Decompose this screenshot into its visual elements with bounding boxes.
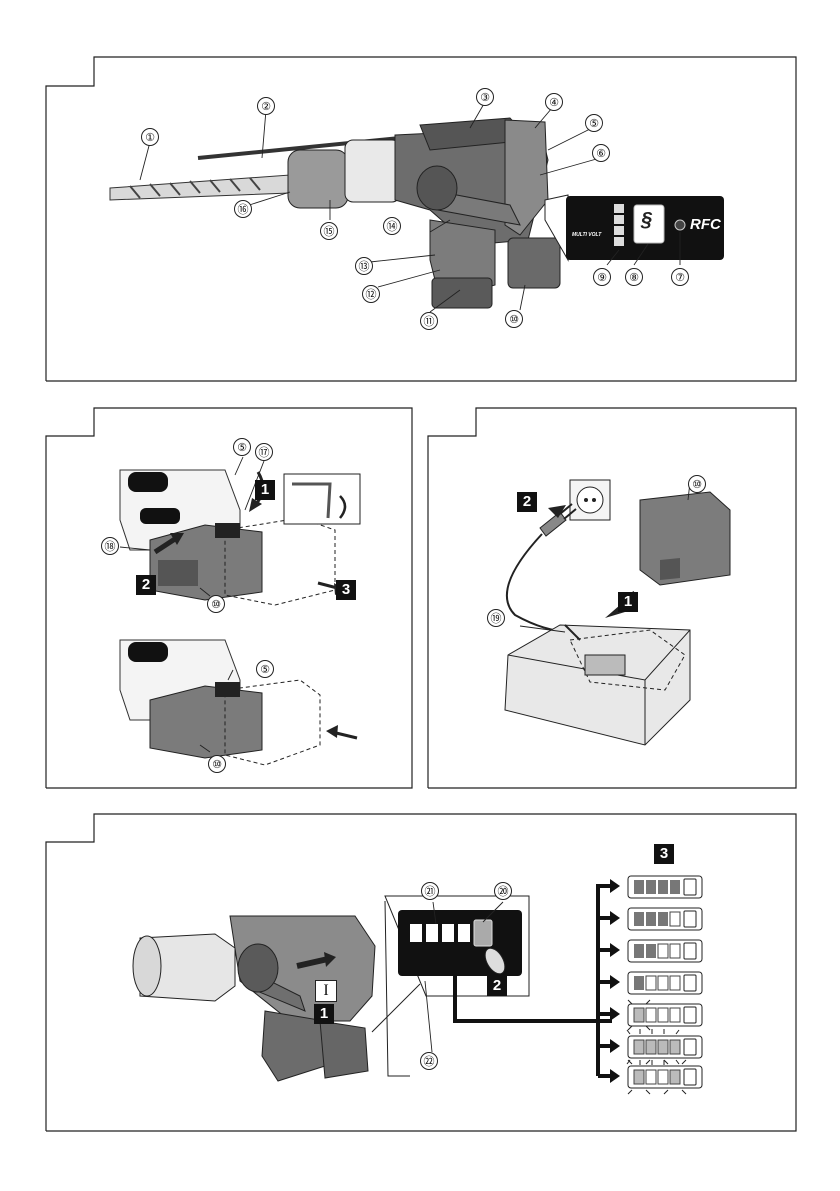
callout-18: ⑱: [101, 537, 119, 555]
callout-10-upper: ⑩: [207, 595, 225, 613]
callout-20: ⑳: [494, 882, 512, 900]
switch-i-label: I: [315, 980, 337, 1002]
step-3-badge: 3: [336, 580, 356, 600]
callout-13: ⑬: [355, 257, 373, 275]
figure-4-panel: 3 2 1 I ㉑ ⑳ ㉒: [0, 806, 840, 1191]
callout-15: ⑮: [320, 222, 338, 240]
callout-9: ⑨: [593, 268, 611, 286]
callout-17: ⑰: [255, 443, 273, 461]
figure-2-panel: 1 2 3 ⑤ ⑰ ⑱ ⑩ ⑤ ⑩: [0, 400, 420, 795]
figure-1-panel: RFC MULTI VOLT § ① ② ③ ④ ⑤ ⑥ ⑦ ⑧ ⑨ ⑩ ⑪ ⑫…: [0, 0, 840, 390]
callout-10-lower: ⑩: [208, 755, 226, 773]
step-2-badge: 2: [136, 575, 156, 595]
rfc-label: RFC: [690, 216, 721, 233]
multivolt-logo-text: MULTI VOLT: [572, 232, 601, 238]
figure-1-frame: [0, 0, 840, 390]
callout-8: ⑧: [625, 268, 643, 286]
battery-level-rows: [598, 876, 702, 1094]
callout-5-upper: ⑤: [233, 438, 251, 456]
callout-22: ㉒: [420, 1052, 438, 1070]
callout-14: ⑭: [383, 217, 401, 235]
figure-4-frame: [0, 806, 840, 1191]
step-3-badge: 3: [654, 844, 674, 864]
callout-19: ⑲: [487, 609, 505, 627]
step-1-badge: 1: [255, 480, 275, 500]
callout-21: ㉑: [421, 882, 439, 900]
callout-7: ⑦: [671, 268, 689, 286]
callout-2: ②: [257, 97, 275, 115]
spiral-icon: §: [641, 209, 652, 232]
callout-1: ①: [141, 128, 159, 146]
callout-10: ⑩: [505, 310, 523, 328]
step-2-badge: 2: [517, 492, 537, 512]
callout-5-lower: ⑤: [256, 660, 274, 678]
callout-11: ⑪: [420, 312, 438, 330]
callout-16: ⑯: [234, 200, 252, 218]
callout-6: ⑥: [592, 144, 610, 162]
callout-5: ⑤: [585, 114, 603, 132]
figure-3-panel: 2 1 ⑩ ⑲: [420, 400, 840, 795]
callout-10: ⑩: [688, 475, 706, 493]
step-1-badge: 1: [314, 1004, 334, 1024]
step-2-badge: 2: [487, 976, 507, 996]
step-1-badge: 1: [618, 592, 638, 612]
callout-3: ③: [476, 88, 494, 106]
callout-12: ⑫: [362, 285, 380, 303]
callout-4: ④: [545, 93, 563, 111]
